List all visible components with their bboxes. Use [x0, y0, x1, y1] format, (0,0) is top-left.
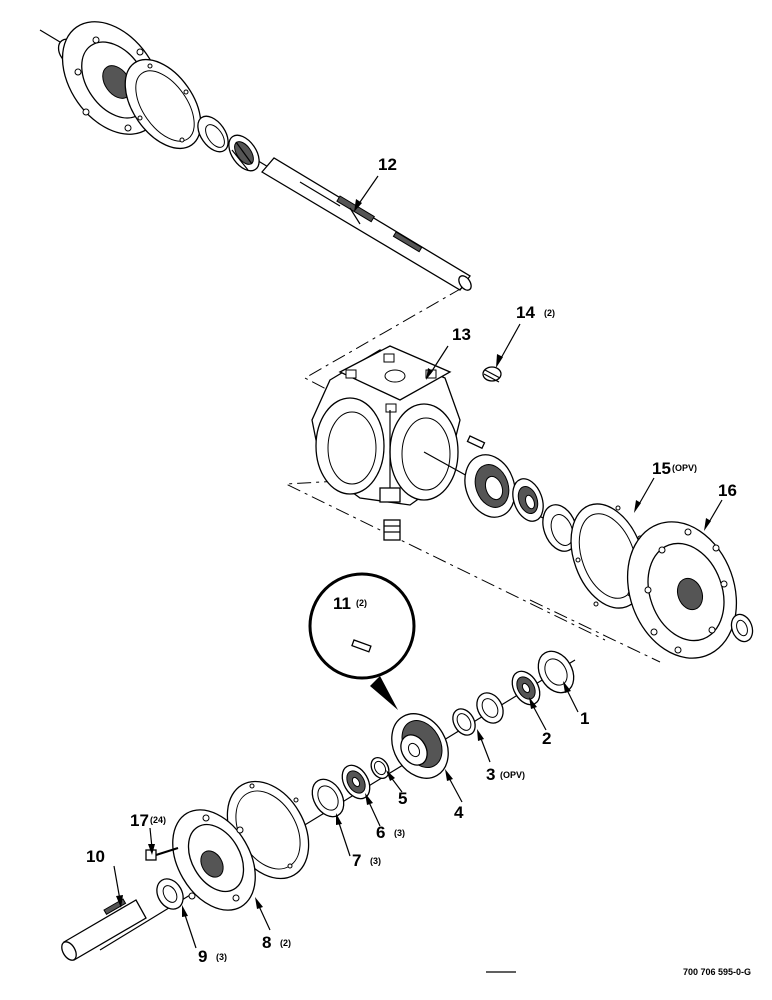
lower-bearing-cone-6: [341, 764, 371, 800]
label-15-qty: (OPV): [672, 463, 697, 473]
lower-bearing-cone: [511, 670, 541, 706]
right-flange-cover: [626, 521, 738, 659]
label-4: 4: [454, 803, 464, 822]
label-7-qty: (3): [370, 856, 381, 866]
lower-flange-cover: [172, 809, 256, 911]
label-12: 12: [378, 155, 397, 174]
label-7: 7: [352, 851, 361, 870]
label-17: 17: [130, 811, 149, 830]
label-13: 13: [452, 325, 471, 344]
label-6-qty: (3): [394, 828, 405, 838]
input-shaft: [261, 157, 472, 291]
drawing-number: 700 706 595-0-G: [683, 967, 751, 977]
label-14-qty: (2): [544, 308, 555, 318]
label-3-qty: (OPV): [500, 770, 525, 780]
right-bevel-gear: [464, 454, 516, 518]
label-3: 3: [486, 765, 495, 784]
label-8-qty: (2): [280, 938, 291, 948]
right-gasket: [570, 503, 646, 609]
upper-shaft-assembly: [39, 21, 472, 291]
label-15: 15: [652, 459, 671, 478]
label-11: 11: [333, 594, 351, 613]
label-11-qty: (2): [356, 598, 367, 608]
leader-arrows: [113, 175, 723, 949]
gearbox-housing: [311, 345, 461, 506]
key-magnifier-callout: [308, 572, 416, 710]
label-17-qty: (24): [150, 815, 166, 825]
drain-plug: [383, 519, 401, 541]
upper-gasket: [124, 58, 202, 150]
lower-bevel-gear: [391, 713, 449, 779]
label-10: 10: [86, 847, 105, 866]
label-2: 2: [542, 729, 551, 748]
label-8: 8: [262, 933, 271, 952]
label-6: 6: [376, 823, 385, 842]
label-5: 5: [398, 789, 407, 808]
label-1: 1: [580, 709, 589, 728]
label-9: 9: [198, 947, 207, 966]
label-9-qty: (3): [216, 952, 227, 962]
right-shaft-components: [423, 435, 754, 659]
upper-bearing-cone: [228, 134, 260, 172]
label-14: 14: [516, 303, 535, 322]
set-screw-top: [482, 366, 502, 383]
lower-shaft-assembly: [61, 650, 576, 961]
output-shaft: [61, 898, 147, 961]
label-16: 16: [718, 481, 737, 500]
right-bearing-cone: [512, 478, 544, 522]
part-labels: 12 14 (2) 13 15 (OPV) 16 11 (2) 1 2 3 (O…: [86, 155, 737, 966]
